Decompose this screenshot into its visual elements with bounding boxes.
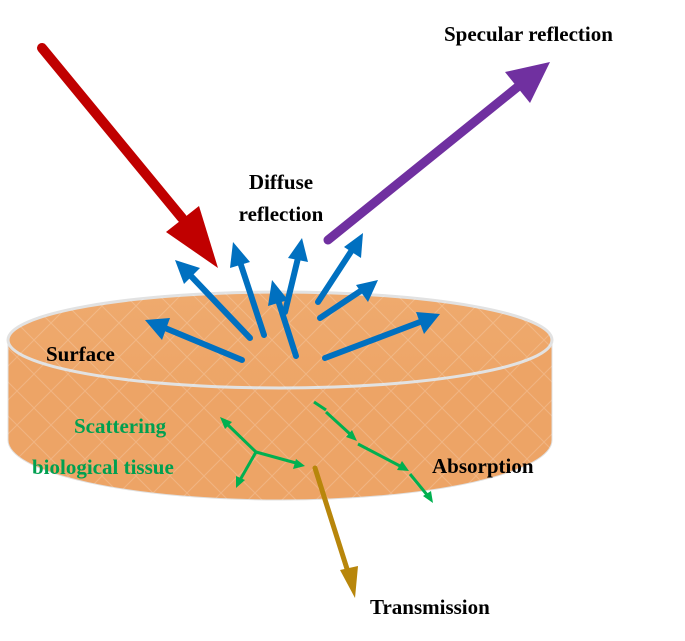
diffuse-arrow xyxy=(145,318,245,363)
transmission-label: Transmission xyxy=(370,595,490,619)
diffuse-arrow xyxy=(317,280,378,321)
specular-reflection-arrow xyxy=(323,62,550,245)
absorption-arrows xyxy=(313,400,433,503)
incident-light-arrow xyxy=(37,43,218,268)
diffuse-arrow xyxy=(230,242,267,338)
surface-label: Surface xyxy=(46,342,115,366)
tissue-disk xyxy=(6,290,554,501)
scattering-label-line1: Scattering xyxy=(74,414,167,438)
absorption-label: Absorption xyxy=(432,454,534,478)
diffuse-reflection-label-line1: Diffuse xyxy=(249,170,313,194)
diffuse-reflection-label-line2: reflection xyxy=(239,202,324,226)
transmission-arrow xyxy=(312,465,358,598)
diffuse-arrow xyxy=(268,280,299,359)
diffuse-arrow xyxy=(315,233,363,305)
diffuse-arrow xyxy=(175,260,253,341)
diffuse-arrow xyxy=(322,312,440,361)
diffuse-reflection-arrows xyxy=(145,233,440,363)
specular-reflection-label: Specular reflection xyxy=(444,22,613,46)
scattering-label-line2: biological tissue xyxy=(32,455,174,479)
diffuse-arrow xyxy=(282,238,308,315)
scattering-arrows xyxy=(220,417,305,488)
